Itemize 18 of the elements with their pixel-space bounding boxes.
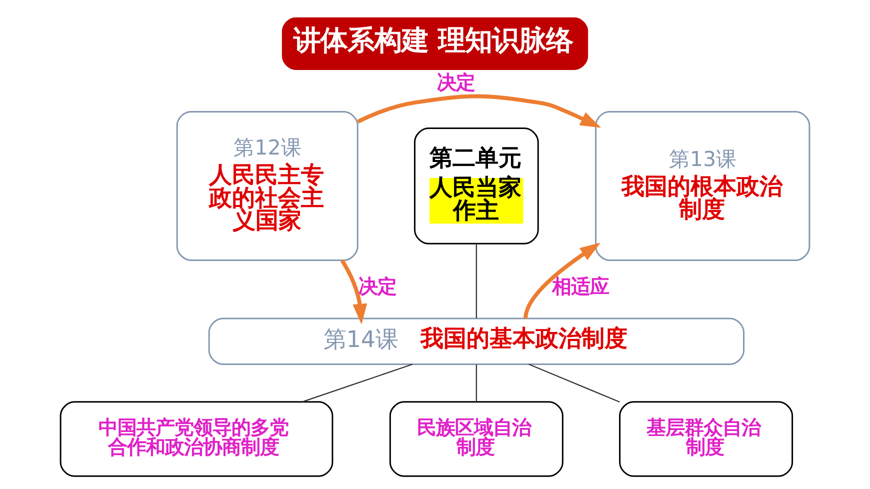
- connector: [302, 364, 413, 402]
- connector: [476, 364, 477, 402]
- diagram-title: 讲体系构建 理知识脉络: [293, 26, 573, 57]
- edge-label: 决定: [437, 70, 476, 94]
- edge-label: 相适应: [552, 274, 609, 298]
- node-box: 中国共产党领导的多党合作和政治协商制度: [60, 401, 334, 477]
- connector: [476, 244, 477, 318]
- arrow: [357, 94, 602, 128]
- connector: [528, 364, 620, 403]
- arrow: [340, 259, 368, 325]
- node-box: 第14课 我国的基本政治制度: [208, 318, 744, 365]
- edge-label: 决定: [358, 274, 397, 298]
- node-box: 第12课 人民民主专政的社会主义国家: [176, 110, 358, 261]
- arrow: [524, 242, 601, 319]
- node-box: 第13课 我国的根本政治制度: [595, 110, 810, 261]
- node-box: 民族区域自治制度: [389, 401, 564, 477]
- node-box: 基层群众自治制度: [619, 401, 794, 477]
- node-box: 第二单元 人民当家作主: [414, 128, 539, 244]
